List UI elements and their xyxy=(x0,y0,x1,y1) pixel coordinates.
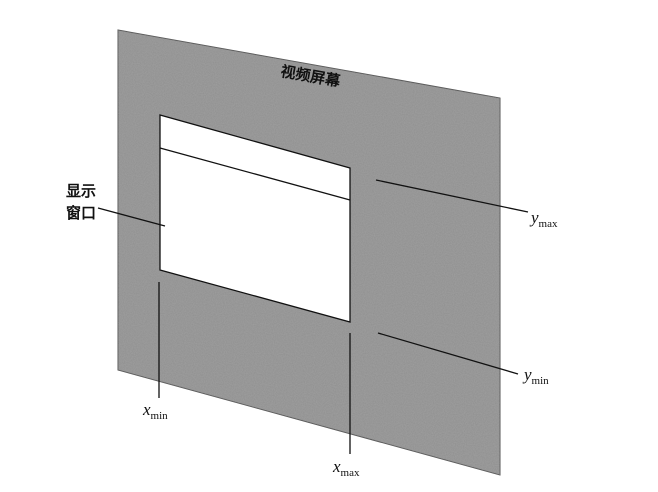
xmax-label: xmax xyxy=(332,457,360,479)
ymax-label: ymax xyxy=(529,208,558,230)
xmin-label: xmin xyxy=(142,400,168,422)
ymin-label: ymin xyxy=(522,365,549,387)
window-title-bar-line xyxy=(159,147,351,201)
ymax-leader xyxy=(375,179,529,213)
window-label-line2: 窗口 xyxy=(66,204,96,222)
ymin-leader xyxy=(377,332,519,375)
window-label-line1: 显示 xyxy=(66,182,96,200)
window-label-leader xyxy=(97,207,166,227)
display-window xyxy=(159,114,351,323)
